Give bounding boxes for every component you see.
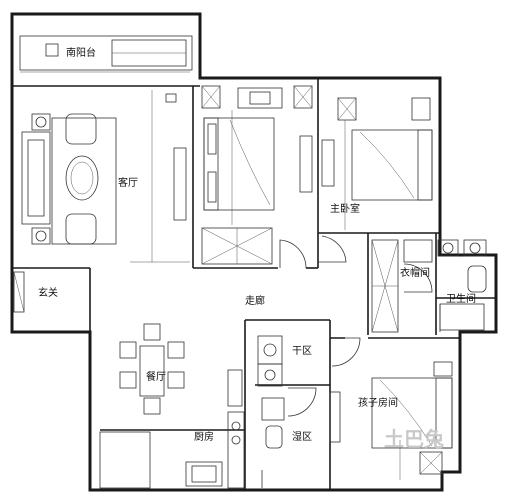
kids-room-furniture xyxy=(329,337,453,475)
label-entrance: 玄关 xyxy=(38,286,58,299)
living-room-furniture xyxy=(21,93,187,245)
master-bedroom-furniture xyxy=(318,97,433,263)
label-dining: 餐厅 xyxy=(146,370,166,383)
second-bedroom-furniture xyxy=(201,85,313,269)
bathroom-fixtures xyxy=(437,239,487,332)
label-closet: 衣帽间 xyxy=(400,266,430,279)
entrance-furniture xyxy=(13,271,25,313)
label-wet-area: 湿区 xyxy=(292,431,312,443)
room-labels: 南阳台 客厅 主卧室 衣帽间 卫生间 玄关 走廊 干区 餐厅 孩子房间 厨房 湿… xyxy=(38,46,476,443)
label-dry-area: 干区 xyxy=(292,345,312,357)
label-kids-room: 孩子房间 xyxy=(358,396,398,409)
watermark: 土巴兔 xyxy=(384,427,444,451)
wash-area-fixtures xyxy=(257,335,317,488)
exterior-walls xyxy=(10,12,498,492)
label-living-room: 客厅 xyxy=(118,176,138,189)
label-kitchen: 厨房 xyxy=(194,430,214,443)
label-bathroom: 卫生间 xyxy=(446,292,476,305)
label-master-bedroom: 主卧室 xyxy=(330,202,360,215)
kitchen-fixtures xyxy=(99,411,245,489)
label-corridor: 走廊 xyxy=(245,294,265,307)
dimension-lines xyxy=(20,71,401,480)
balcony-furniture xyxy=(19,35,193,71)
label-south-balcony: 南阳台 xyxy=(66,46,96,59)
dining-furniture xyxy=(119,323,243,415)
closet-furniture xyxy=(371,239,433,333)
